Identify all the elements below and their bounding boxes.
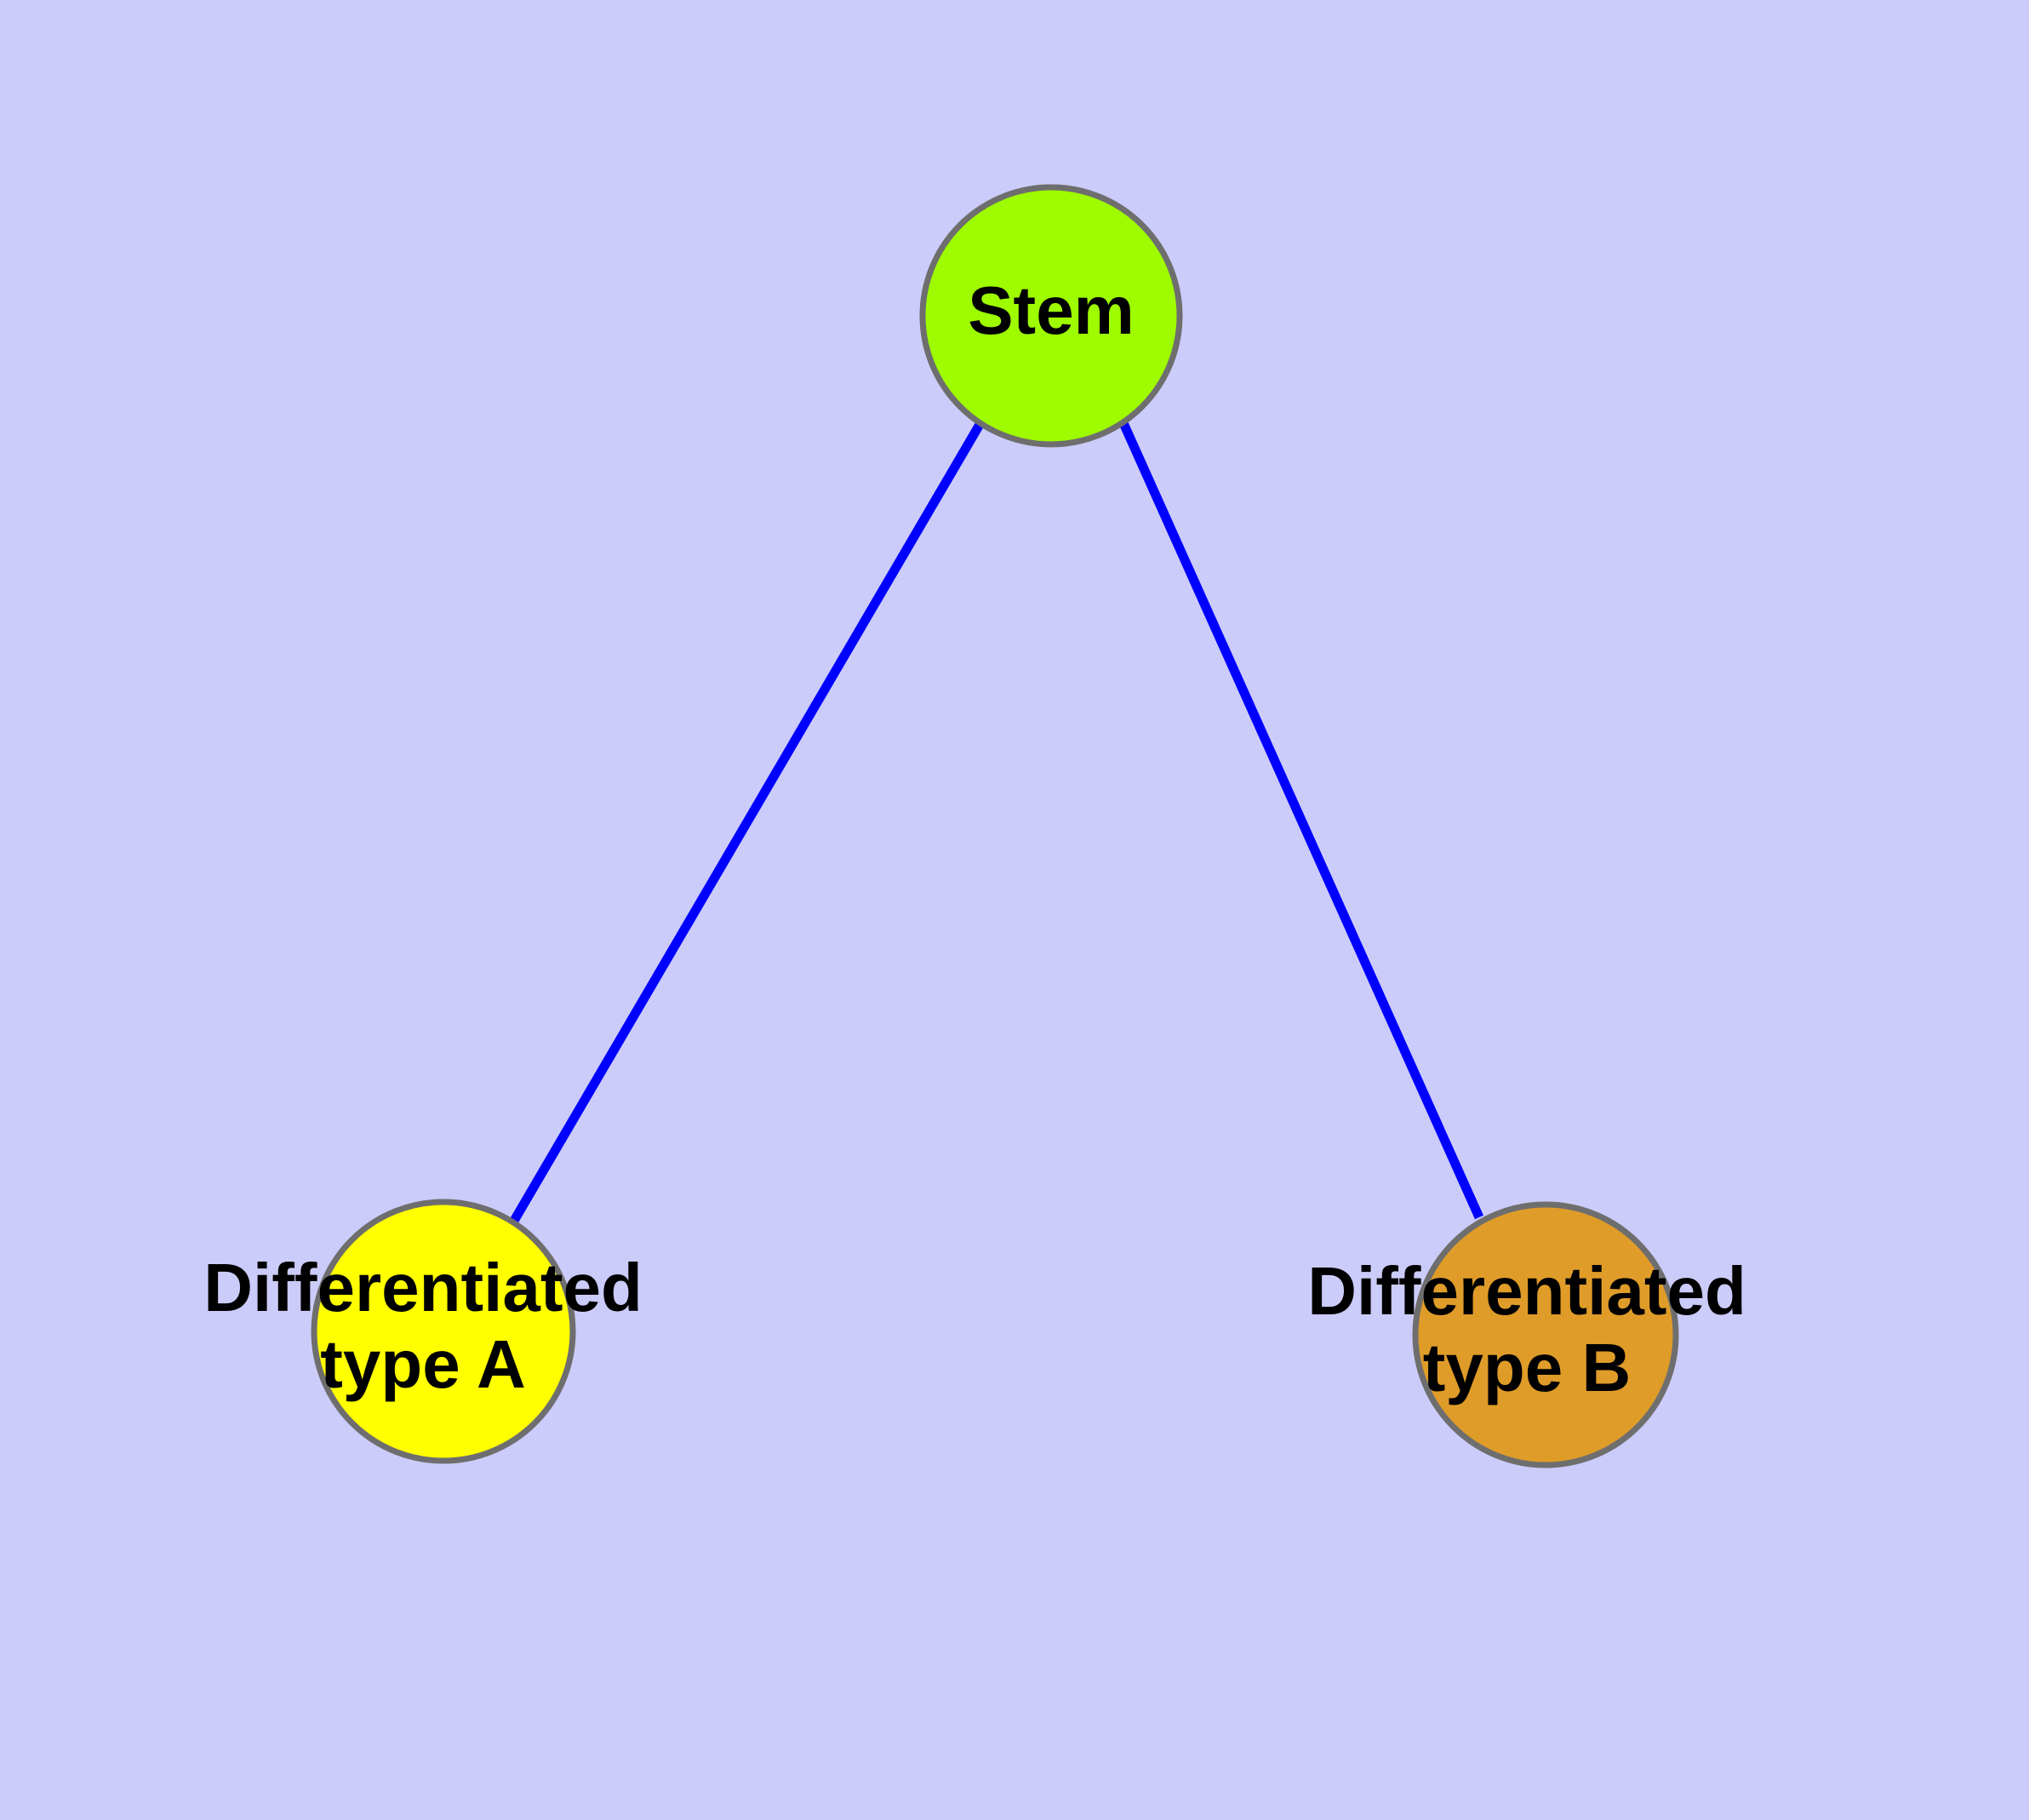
node-diff-b[interactable] [1412, 1201, 1679, 1468]
node-label-line: type B [1423, 1330, 1632, 1405]
node-diff-a[interactable] [311, 1199, 576, 1464]
node-label-line: Differentiated [1307, 1253, 1746, 1329]
node-label-line: Stem [968, 272, 1135, 348]
node-label-line: type A [320, 1326, 526, 1402]
node-label-stem: Stem [968, 272, 1135, 348]
edge-stem-to-diff-a [510, 421, 985, 1223]
node-stem[interactable] [919, 184, 1183, 448]
node-label-line: Differentiated [203, 1250, 643, 1325]
nodes-layer [311, 184, 1679, 1468]
edges-layer [510, 421, 1484, 1223]
edge-stem-to-diff-b [1118, 421, 1484, 1220]
